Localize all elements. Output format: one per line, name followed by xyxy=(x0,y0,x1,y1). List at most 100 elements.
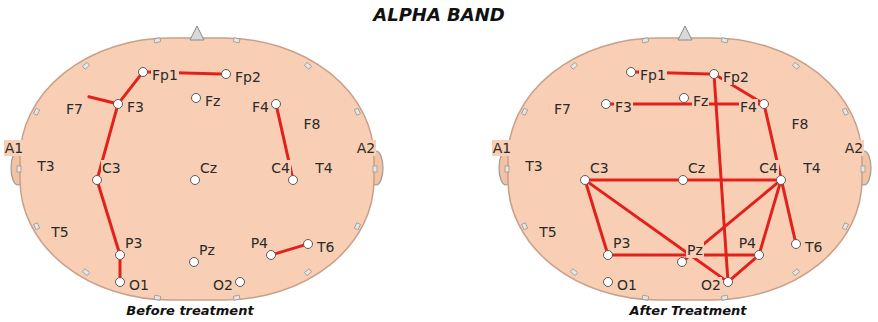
electrode-label: F3 xyxy=(614,99,633,115)
rim-marker xyxy=(522,223,528,230)
electrode: Fz xyxy=(679,93,689,103)
rim-marker xyxy=(505,166,509,172)
rim-marker xyxy=(842,223,848,230)
electrode: F3 xyxy=(113,99,123,109)
rim-marker xyxy=(373,166,377,172)
connection-line xyxy=(119,260,122,277)
electrode-label: Fz xyxy=(204,93,221,109)
rim-marker xyxy=(82,62,89,69)
connection-line xyxy=(590,179,678,182)
electrode: F7 xyxy=(83,93,89,99)
electrode: T6 xyxy=(303,239,313,249)
electrode: C3 xyxy=(580,175,590,185)
rim-marker xyxy=(842,108,848,115)
electrode: F4 xyxy=(759,99,769,109)
head-after xyxy=(499,26,871,300)
electrode-label: P3 xyxy=(124,235,143,251)
electrode-label: T5 xyxy=(50,224,69,240)
electrode: F8 xyxy=(309,109,315,115)
electrode-label: A2 xyxy=(844,140,864,156)
electrode-label: A2 xyxy=(356,140,376,156)
rim-marker xyxy=(82,269,89,276)
electrode-label: O2 xyxy=(700,277,722,293)
connection-line xyxy=(611,103,759,106)
electrode: T5 xyxy=(57,229,63,235)
electrode: Fp2 xyxy=(221,69,231,79)
nose-marker xyxy=(190,26,204,40)
electrode: C3 xyxy=(92,175,102,185)
head-outline xyxy=(508,38,862,300)
electrode-label: T4 xyxy=(314,160,333,176)
rim-marker xyxy=(721,38,728,43)
rim-marker xyxy=(792,269,799,276)
electrode: P3 xyxy=(603,250,613,260)
electrode-label: Fp2 xyxy=(234,69,262,85)
electrode-label: Cz xyxy=(199,160,218,176)
electrode: Fz xyxy=(191,93,201,103)
electrode-label: F8 xyxy=(303,116,322,132)
electrode: F3 xyxy=(601,99,611,109)
electrode-label: O1 xyxy=(128,277,150,293)
electrode: T4 xyxy=(321,165,327,171)
electrode-label: T3 xyxy=(524,158,543,174)
connection-line xyxy=(98,185,118,250)
electrode: O1 xyxy=(603,277,613,287)
rim-marker xyxy=(304,62,311,69)
connection-line xyxy=(89,97,113,103)
electrode-label: C3 xyxy=(589,160,610,176)
electrode: O1 xyxy=(115,277,125,287)
electrode: Pz xyxy=(677,257,687,267)
electrode-label: F8 xyxy=(791,116,810,132)
electrode-label: C4 xyxy=(758,160,779,176)
electrode: Fp2 xyxy=(709,69,719,79)
electrode-label: T4 xyxy=(802,160,821,176)
electrode: F8 xyxy=(797,109,803,115)
caption: Before treatment xyxy=(126,303,253,318)
electrode-label: F7 xyxy=(65,101,84,117)
rim-marker xyxy=(34,108,40,115)
rim-marker xyxy=(861,166,865,172)
electrode-label: O2 xyxy=(212,277,234,293)
rim-marker xyxy=(570,62,577,69)
rim-marker xyxy=(354,223,360,230)
electrode: C4 xyxy=(776,175,786,185)
electrode-label: Pz xyxy=(686,242,704,258)
rim-marker xyxy=(570,269,577,276)
rim-marker xyxy=(154,38,161,43)
rim-marker xyxy=(522,108,528,115)
electrode: F7 xyxy=(571,93,577,99)
electrode-label: A1 xyxy=(4,140,24,156)
electrode: O2 xyxy=(235,277,245,287)
rim-marker xyxy=(154,295,161,300)
connection-line xyxy=(732,258,755,278)
electrode: T5 xyxy=(545,229,551,235)
electrode: F4 xyxy=(271,99,281,109)
electrode-label: F7 xyxy=(553,101,572,117)
connection-line xyxy=(688,179,776,182)
electrode: A2 xyxy=(851,145,857,151)
connection-line xyxy=(589,183,724,279)
connection-line xyxy=(276,245,303,253)
electrode-label: Cz xyxy=(687,160,706,176)
electrode-label: T3 xyxy=(36,158,55,174)
electrode: P4 xyxy=(754,250,764,260)
electrode-label: F4 xyxy=(251,99,270,115)
electrode: T6 xyxy=(791,239,801,249)
electrode: P3 xyxy=(115,250,125,260)
rim-marker xyxy=(642,295,649,300)
electrode-label: P4 xyxy=(738,235,757,251)
electrode: Pz xyxy=(189,257,199,267)
caption: After Treatment xyxy=(629,303,746,318)
rim-marker xyxy=(34,223,40,230)
electrode-label: Fp2 xyxy=(722,69,750,85)
electrode: Cz xyxy=(678,175,688,185)
electrode-label: F3 xyxy=(126,99,145,115)
electrode: A1 xyxy=(11,145,17,151)
electrode-label: T6 xyxy=(804,239,823,255)
electrode-label: C4 xyxy=(270,160,291,176)
head-before xyxy=(11,26,383,300)
electrode: Cz xyxy=(190,175,200,185)
electrode: P4 xyxy=(266,250,276,260)
